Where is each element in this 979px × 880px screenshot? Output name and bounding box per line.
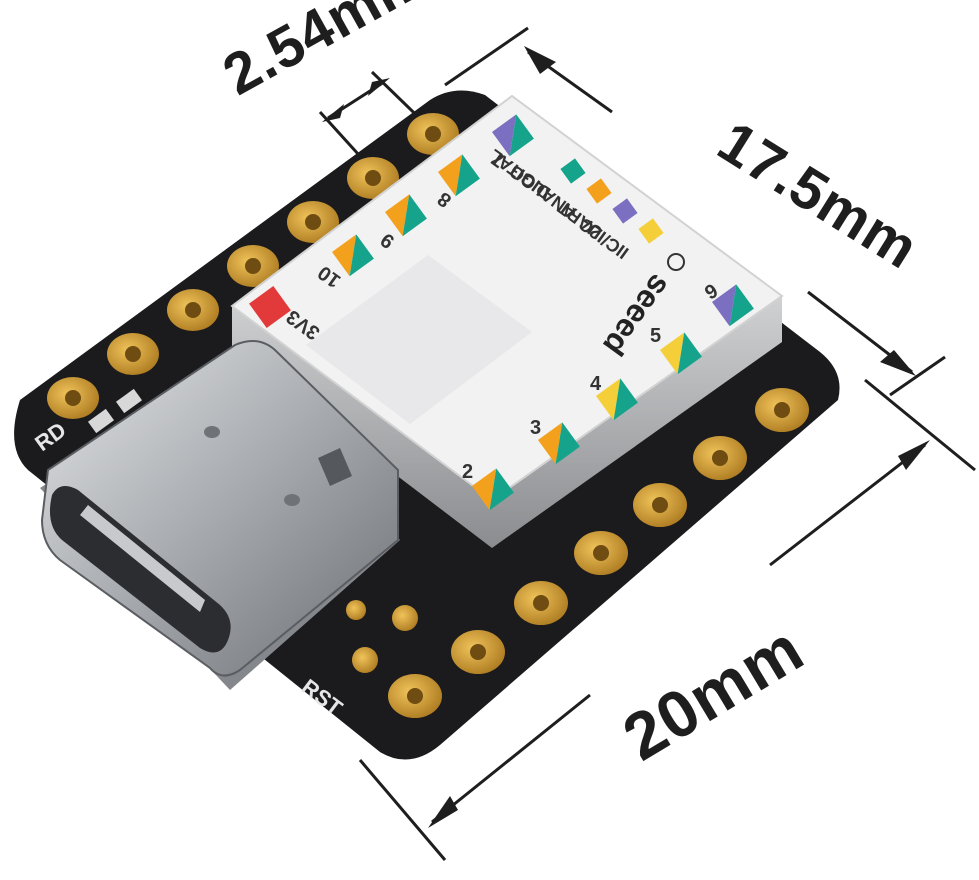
pin-marker <box>492 114 534 157</box>
width-arrowhead-top <box>524 46 556 74</box>
pin-marker <box>712 284 754 327</box>
width-extension-top <box>444 26 529 87</box>
pin-marker <box>596 378 638 421</box>
pad <box>514 581 568 625</box>
usb-c-tongue <box>80 505 205 612</box>
legend-swatch-digital <box>560 158 586 184</box>
pad <box>633 483 687 527</box>
shield-blank-label <box>306 255 532 424</box>
shield-top <box>230 94 784 502</box>
pad <box>227 245 279 287</box>
right-pin-markers <box>472 284 754 511</box>
pin-marker <box>472 468 514 511</box>
pin-number: 4 <box>590 373 602 395</box>
pad <box>167 289 219 331</box>
pad <box>287 201 339 243</box>
pad <box>755 388 809 432</box>
pin-marker <box>538 422 580 465</box>
smd-component <box>115 388 143 414</box>
usb-c-latch <box>318 448 352 486</box>
length-extension-left <box>358 759 447 861</box>
pad <box>451 630 505 674</box>
length-arrowhead-right <box>898 440 930 470</box>
smd-component <box>87 408 115 434</box>
pin-marker <box>660 332 702 375</box>
pads-top-edge <box>47 113 459 419</box>
legend-swatch-i2c <box>638 218 664 244</box>
pin-number: 2 <box>462 461 473 483</box>
pad <box>388 674 442 718</box>
brand-logo-mark <box>667 253 685 271</box>
pad <box>347 157 399 199</box>
pin-marker <box>385 194 427 237</box>
pad <box>47 377 99 419</box>
pin-marker <box>438 154 480 197</box>
length-extension-right <box>864 378 976 472</box>
pitch-arrowhead-left <box>322 104 344 122</box>
pin-number: 3 <box>530 417 541 439</box>
width-extension-bottom <box>889 355 946 397</box>
usb-c-rivet <box>204 426 220 438</box>
pin-number: 5 <box>650 325 661 347</box>
arrowheads <box>322 46 930 828</box>
usb-c-opening <box>49 486 231 653</box>
length-arrowhead-left <box>428 796 458 828</box>
top-pin-markers <box>332 114 534 277</box>
legend-swatch-analog <box>586 178 612 204</box>
length-arrow-b <box>431 693 591 824</box>
pads-bottom-edge <box>388 388 809 718</box>
pin-marker <box>332 234 374 277</box>
length-arrow-a <box>769 443 926 567</box>
pitch-arrowhead-right <box>368 78 390 96</box>
test-pads <box>346 600 418 673</box>
legend-swatch-uart <box>612 198 638 224</box>
pad <box>107 333 159 375</box>
pad <box>693 436 747 480</box>
usb-c-rivet <box>284 494 300 506</box>
pad <box>574 531 628 575</box>
power-indicator <box>249 286 291 328</box>
width-arrowhead-bottom <box>880 350 916 376</box>
